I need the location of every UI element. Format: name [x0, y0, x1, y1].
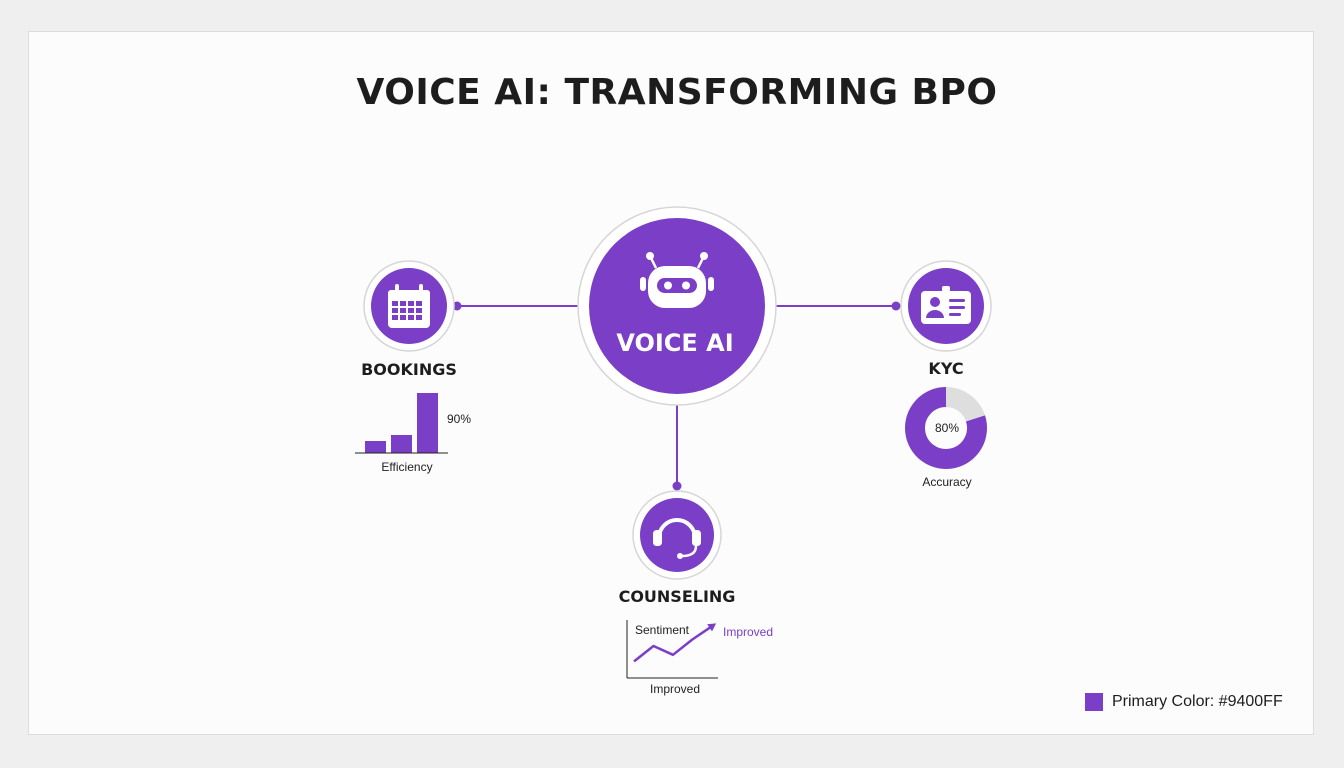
node-kyc [900, 260, 992, 352]
color-legend: Primary Color: #9400FF [1085, 692, 1283, 712]
hub-label: VOICE AI [616, 329, 734, 357]
sentiment-trend-line [633, 625, 713, 663]
page-title: VOICE AI: TRANSFORMING BPO [356, 72, 998, 113]
robot-icon [640, 252, 714, 308]
counseling-trend-label: Improved [722, 625, 774, 639]
node-label-counseling: COUNSELING [618, 587, 736, 606]
legend-swatch [1085, 693, 1103, 711]
hub-node [577, 206, 777, 406]
efficiency-bar [417, 393, 438, 453]
kyc-caption: Accuracy [922, 475, 972, 489]
counseling-sentiment-chart [626, 620, 718, 679]
trend-arrow-head [707, 623, 717, 632]
counseling-axis-label: Sentiment [634, 623, 690, 637]
bookings-caption: Efficiency [381, 460, 433, 474]
calendar-icon [388, 284, 430, 328]
id-card-icon [921, 286, 971, 324]
connectors [452, 301, 901, 491]
connector-dot-counseling [672, 481, 682, 491]
efficiency-bar [391, 435, 412, 453]
node-bookings [363, 260, 455, 352]
legend-label: Primary Color: #9400FF [1112, 693, 1283, 710]
headset-icon [653, 518, 701, 559]
counseling-caption: Improved [649, 682, 701, 696]
kyc-accuracy-donut [905, 387, 987, 469]
node-label-kyc: KYC [928, 359, 964, 378]
node-counseling [632, 490, 722, 580]
donut-value-arc [905, 387, 987, 469]
connector-dot-bookings [452, 301, 462, 311]
node-label-bookings: BOOKINGS [361, 360, 457, 379]
kyc-value-label: 80% [934, 421, 960, 435]
connector-dot-kyc [891, 301, 901, 311]
bookings-efficiency-chart [355, 393, 448, 454]
efficiency-bar [365, 441, 386, 453]
bookings-value-label: 90% [446, 412, 472, 426]
